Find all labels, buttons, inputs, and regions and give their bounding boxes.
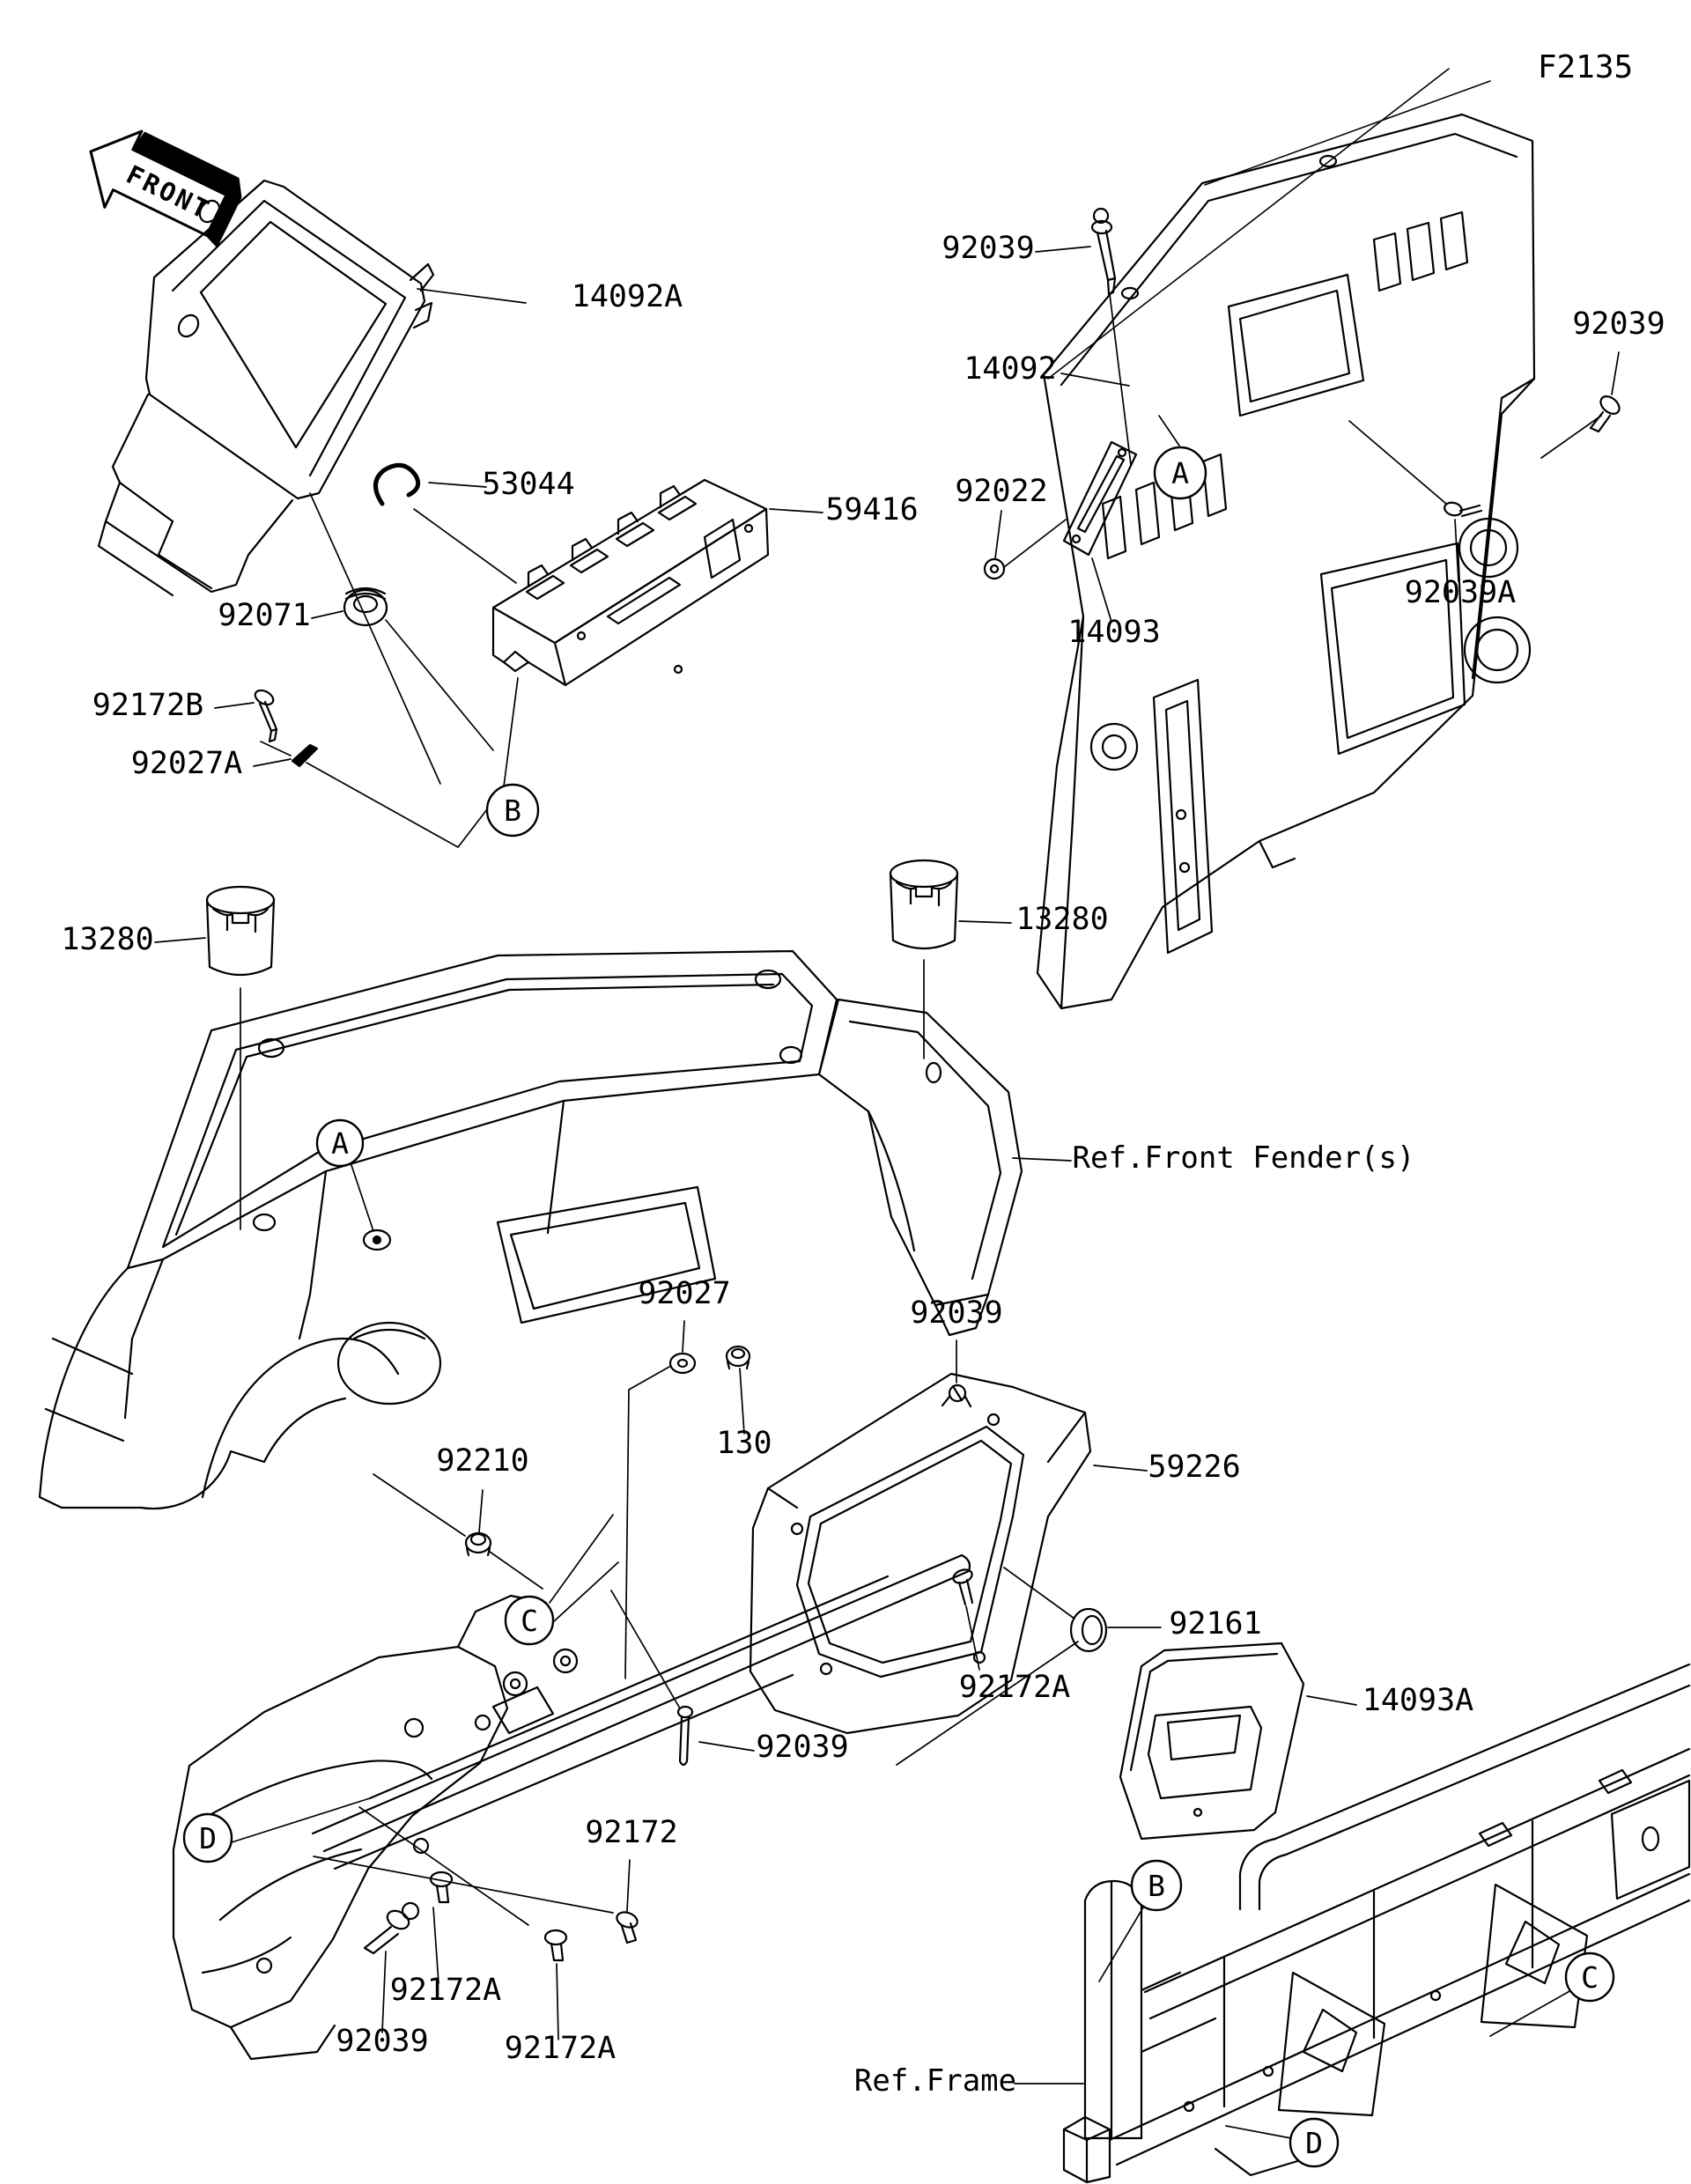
callout-circle [1130,1859,1183,1912]
part-label-53044[interactable]: 53044 [482,467,574,502]
callout-letter: B [1148,1869,1165,1903]
callout-b-frame[interactable]: B [1130,1859,1183,1912]
callout-letter: D [1305,2126,1323,2160]
part-cup-13280-right [889,859,959,949]
part-label-92022[interactable]: 92022 [955,474,1047,509]
part-label-59416[interactable]: 59416 [825,492,918,528]
part-hood-body [38,949,1023,1510]
part-glovebox-door-14093a [1119,1642,1305,1841]
callout-d-frame[interactable]: D [1289,2117,1340,2168]
part-screw-92039a [1444,501,1483,518]
part-screw-92172b [254,689,278,743]
part-label-92027[interactable]: 92027 [638,1276,730,1311]
part-screw-92039-right [1589,395,1621,433]
part-label-92172a-bot2[interactable]: 92172A [505,2031,616,2066]
part-washer-92022 [983,557,1006,580]
part-label-92071[interactable]: 92071 [218,598,310,633]
part-label-92039-bottom[interactable]: 92039 [336,2024,428,2059]
part-screw-92172a-bot1 [429,1870,454,1904]
part-screw-92039-bottom [363,1901,420,1955]
part-label-59226[interactable]: 59226 [1148,1450,1240,1485]
part-label-92039-low[interactable]: 92039 [756,1730,848,1765]
part-bracket-14093 [1062,440,1138,557]
part-label-92039-mid[interactable]: 92039 [910,1295,1002,1331]
part-label-92172b[interactable]: 92172B [92,688,203,723]
part-screw-92172a-bot2 [543,1929,568,1962]
ref-frame-art [1062,1663,1691,2184]
callout-circle [1564,1952,1615,2003]
part-hook-53044 [373,462,421,506]
part-label-14093[interactable]: 14093 [1067,615,1160,650]
alignment-line [1204,80,1491,186]
part-label-92172a-right[interactable]: 92172A [959,1670,1070,1705]
part-label-92172a-bot1[interactable]: 92172A [390,1973,501,2008]
part-label-92027a[interactable]: 92027A [131,746,242,781]
callout-circle [1289,2117,1340,2168]
callout-letter: D [199,1821,217,1856]
leader-lines [154,246,1620,2139]
ref-label-front-fenders[interactable]: Ref.Front Fender(s) [1073,1140,1415,1176]
callout-c-frame[interactable]: C [1564,1952,1615,2003]
part-label-14092a[interactable]: 14092A [572,279,683,314]
part-cup-13280-left [205,885,276,976]
part-label-13280-left[interactable]: 13280 [61,922,153,957]
callout-letter: A [1171,456,1189,491]
part-glovebox-housing-59226 [749,1372,1092,1735]
part-label-92039a[interactable]: 92039A [1405,575,1516,610]
ref-label-frame[interactable]: Ref.Frame [854,2063,1016,2099]
part-support-tube [311,1553,971,1870]
part-clip-92039-mid [941,1383,972,1408]
callout-letter: C [1581,1960,1599,1995]
part-damper-92027a [291,743,319,768]
callout-letter: C [521,1604,538,1638]
part-grommet-92071 [343,587,388,627]
callout-circle [485,783,540,837]
callout-c-tube[interactable]: C [504,1595,555,1646]
part-screw-92172a-right [952,1568,974,1606]
part-washer-92027 [668,1352,697,1375]
part-dash-panel-14092 [1036,113,1536,1010]
part-nut-92210 [464,1531,492,1557]
callout-a-dash[interactable]: A [1153,446,1207,500]
part-label-92039-top[interactable]: 92039 [941,231,1034,266]
callout-circle [315,1118,365,1168]
part-label-92172[interactable]: 92172 [585,1815,677,1850]
part-label-14092[interactable]: 14092 [964,351,1056,387]
part-label-92039-right[interactable]: 92039 [1572,306,1665,342]
part-label-13280-right[interactable]: 13280 [1015,902,1108,937]
part-label-130[interactable]: 130 [716,1426,772,1461]
part-labels-layer: 14092A53044594169207192172B92027A9203914… [61,231,1665,2099]
part-control-board-59416 [491,478,770,687]
callout-letter: A [331,1126,349,1161]
part-grommet-92161 [1069,1607,1108,1653]
part-nut-130 [725,1345,751,1370]
part-label-92161[interactable]: 92161 [1169,1606,1261,1642]
part-column-support [172,1594,548,2061]
callout-a-body[interactable]: A [315,1118,365,1168]
part-screw-92172 [616,1911,639,1944]
front-arrow-icon: FRONT [89,129,242,248]
callout-d-left[interactable]: D [182,1812,233,1863]
part-screw-92039-top [1090,207,1117,296]
part-screw-92039-low [676,1705,694,1767]
callout-circle [504,1595,555,1646]
callout-circle [182,1812,233,1863]
callout-circle [1153,446,1207,500]
page-code: F2135 [1538,49,1633,85]
diagram-line-art [38,68,1691,2184]
part-label-92210[interactable]: 92210 [436,1443,528,1479]
callout-b-board[interactable]: B [485,783,540,837]
callouts-layer: A B A C D B C D [182,446,1615,2168]
part-window-frame-14092a [97,179,435,597]
callout-letter: B [504,793,521,828]
part-label-14093a[interactable]: 14093A [1362,1683,1473,1718]
